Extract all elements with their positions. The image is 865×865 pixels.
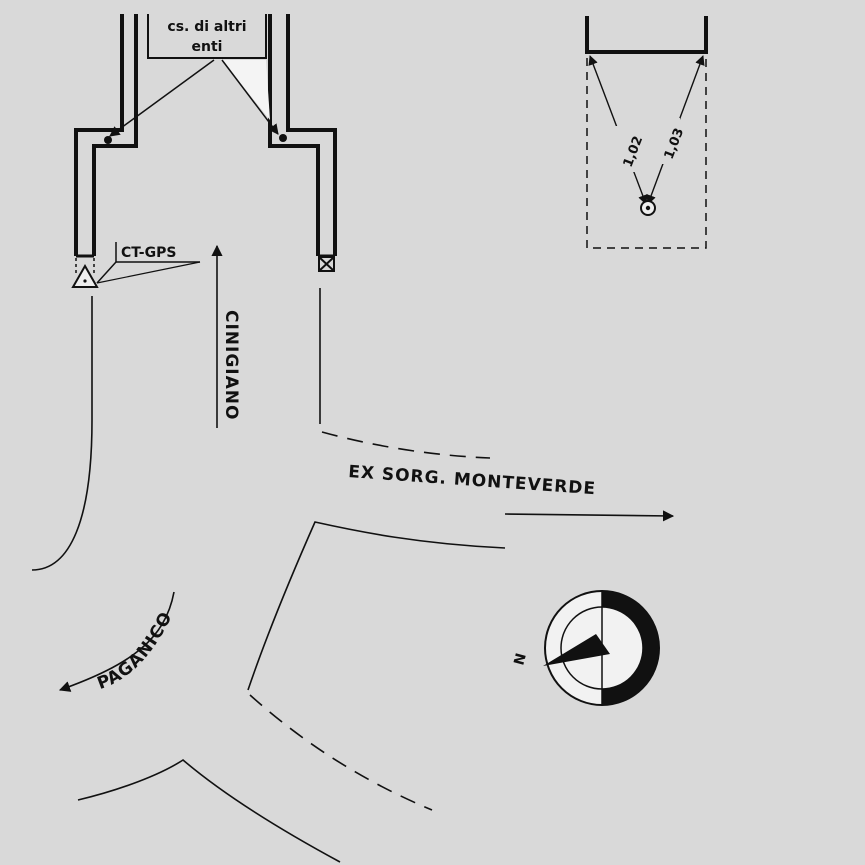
ct-gps-benchmark: CT-GPS [71,242,201,288]
north-label: N [511,652,529,667]
measurement-inset: 1,02 1,03 [585,16,708,249]
cross-box-icon [318,256,335,272]
other-entities-callout: cs. di altri enti [104,14,287,144]
road-ex-sorgente: EX SORG. MONTEVERDE [348,462,675,522]
road-edge-south-north [247,521,506,691]
wall-point-right [279,134,287,142]
ex-sorgente-label: EX SORG. MONTEVERDE [348,462,597,499]
road-edge-west [31,296,93,571]
target-point-icon [640,200,656,216]
callout-box [147,14,267,59]
cinigiano-label: CINIGIANO [221,310,241,420]
road-paganico: PAGANICO [58,591,176,694]
left-wall [74,14,138,258]
ex-sorgente-arrow [504,510,675,522]
north-arrow-icon: N [511,590,660,706]
callout-text-line2: enti [192,39,223,55]
benchmark-triangle-icon [71,263,99,288]
callout-leader-right [221,59,279,135]
right-wall [268,14,337,258]
road-edge-east-dashed [321,431,491,459]
inset-frame [586,51,707,249]
road-edge-south-dashed [249,694,433,811]
road-edge-south [77,759,341,863]
callout-leader-left [109,59,215,137]
benchmark-label: CT-GPS [121,245,176,261]
road-edges [31,288,506,863]
wall-point-left [104,136,112,144]
callout-text-line1: cs. di altri [167,19,246,35]
paganico-arrow [58,591,175,692]
benchmark-leader [96,261,117,284]
road-cinigiano: CINIGIANO [211,244,241,428]
inset-bracket [585,16,708,54]
